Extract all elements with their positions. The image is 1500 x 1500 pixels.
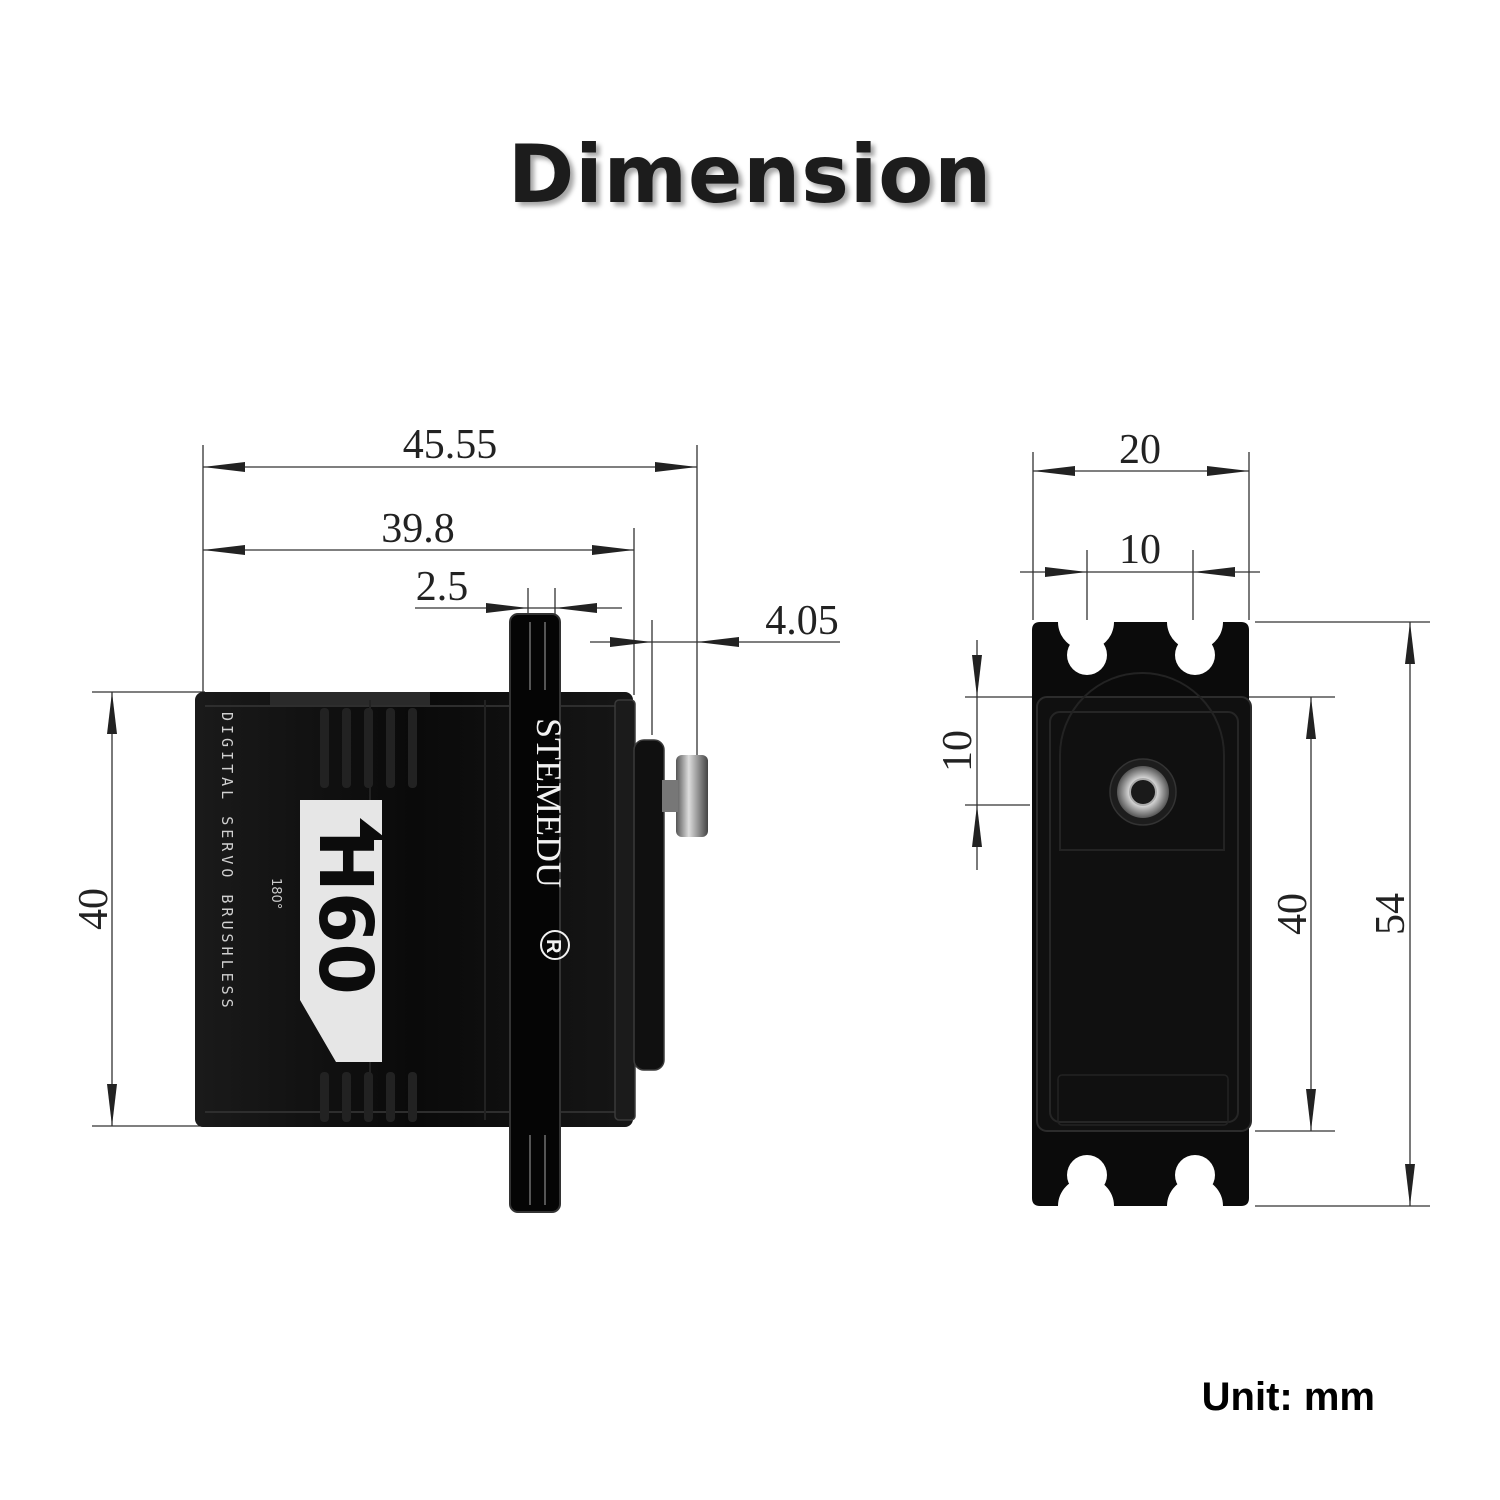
dim-width: 20	[1119, 427, 1161, 473]
output-spline	[676, 755, 708, 837]
dim-flange-thickness: 2.5	[416, 564, 469, 610]
registered-mark-circle	[540, 930, 570, 960]
dim-body-length: 39.8	[381, 506, 455, 552]
side-view: 45.55 39.8 2.5 4.05 40	[71, 422, 840, 1213]
mount-hole-top-left	[1067, 635, 1107, 675]
dim-body-height: 40	[71, 888, 117, 930]
logo-model: H60	[302, 830, 388, 995]
mounting-flange-side	[509, 613, 561, 1213]
brand-name: STEMEDU	[529, 718, 569, 888]
h60-logo: H60	[300, 800, 388, 1062]
dim-hole-spacing: 10	[1119, 527, 1161, 573]
vent-slots	[320, 708, 417, 1122]
dim-spline-offset: 4.05	[765, 598, 839, 644]
mount-hole-top-right	[1175, 635, 1215, 675]
dim-top-overall-length: 54	[1368, 893, 1414, 935]
dim-overall-length: 45.55	[403, 422, 498, 468]
page-title: Dimension	[507, 128, 993, 221]
dim-top-body-length: 40	[1270, 893, 1316, 935]
body-text: DIGITAL SERVO BRUSHLESS	[218, 712, 236, 1012]
mount-hole-bottom-right	[1175, 1155, 1215, 1195]
mount-hole-bottom-left	[1067, 1155, 1107, 1195]
unit-label: Unit: mm	[1201, 1375, 1375, 1419]
registered-mark: R	[542, 939, 564, 954]
dim-flange-offset: 10	[935, 730, 981, 772]
logo-caption: 180°	[268, 878, 283, 909]
top-view: 20 10 10 40 54	[935, 427, 1430, 1207]
